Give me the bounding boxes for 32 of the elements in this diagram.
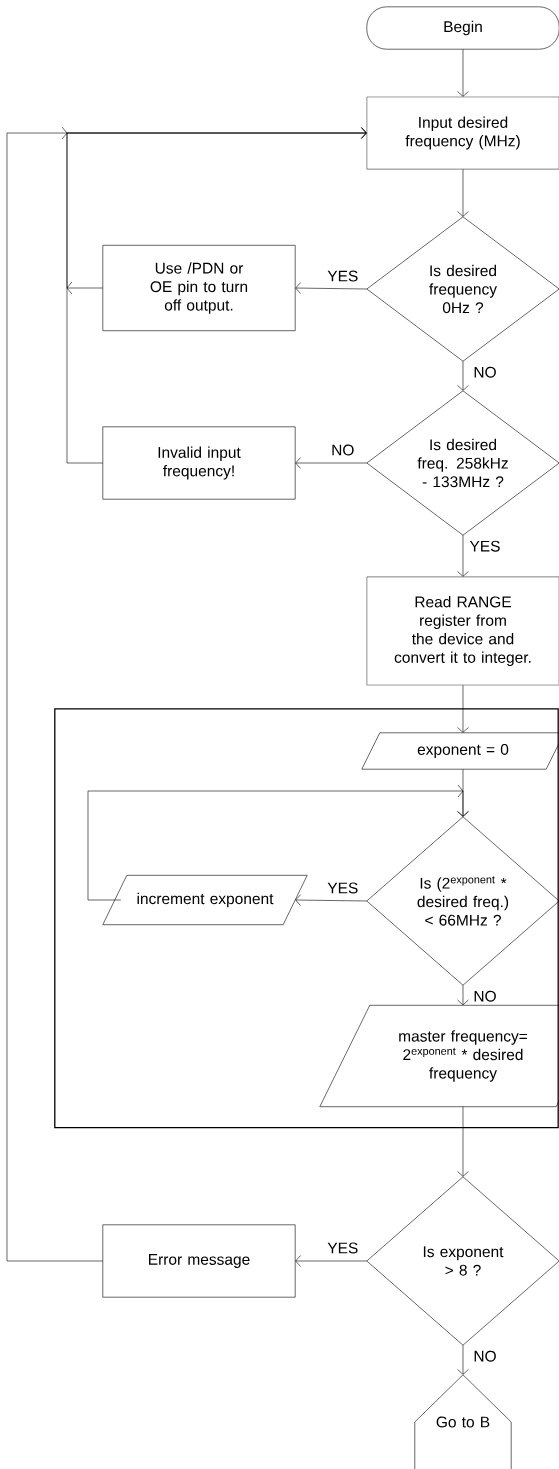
arrow bbox=[6, 126, 367, 1262]
edge-label: YES bbox=[326, 1241, 360, 1255]
process-box: Read RANGE register from the device and convert it to integer. bbox=[366, 576, 559, 686]
off-page-connector: Go to B bbox=[414, 1374, 512, 1469]
terminal-box: Begin bbox=[366, 6, 559, 50]
edge-label: NO bbox=[472, 365, 498, 379]
arrow bbox=[457, 360, 469, 391]
process-box: Invalid input frequency! bbox=[102, 426, 296, 500]
edge-label: YES bbox=[468, 539, 502, 553]
arrow bbox=[295, 457, 368, 469]
process-box: Error message bbox=[102, 1224, 296, 1298]
process-box: Use /PDN or OE pin to turn off output. bbox=[102, 245, 296, 331]
arrow bbox=[457, 534, 469, 577]
arrow bbox=[457, 984, 469, 1006]
arrow bbox=[295, 282, 368, 294]
edge-label: NO bbox=[330, 443, 356, 457]
input-output-box: exponent = 0 bbox=[361, 732, 559, 770]
arrow bbox=[295, 1255, 368, 1267]
arrow bbox=[457, 684, 469, 733]
edge-label: YES bbox=[326, 881, 360, 895]
input-output-box: increment exponent bbox=[102, 875, 308, 925]
arrow bbox=[295, 894, 368, 906]
arrow bbox=[87, 784, 469, 901]
process-box: Input desired frequency (MHz) bbox=[366, 96, 559, 170]
edge-label: NO bbox=[472, 1349, 498, 1363]
arrow bbox=[457, 1344, 469, 1375]
edge-label: YES bbox=[326, 269, 360, 283]
arrow bbox=[457, 168, 469, 217]
input-output-box: master frequency= 2$^{exponent}$ * desired frequency bbox=[319, 1005, 559, 1107]
edge-label: NO bbox=[472, 989, 498, 1003]
arrow bbox=[457, 48, 469, 97]
arrow bbox=[457, 1106, 469, 1177]
